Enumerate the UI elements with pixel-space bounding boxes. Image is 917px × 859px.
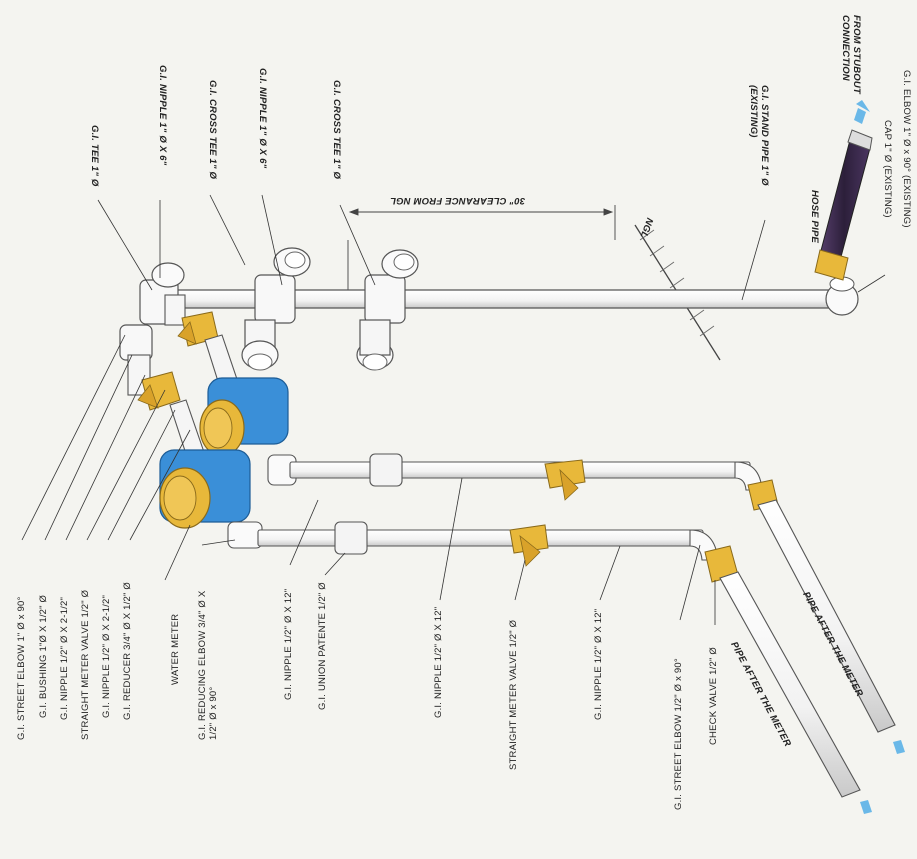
label-cross-tee-a: G.I. CROSS TEE 1" Ø bbox=[207, 80, 218, 180]
label-tee: G.I. TEE 1" Ø bbox=[89, 125, 100, 187]
label-street-elbow-half: G.I. STREET ELBOW 1/2" Ø x 90° bbox=[673, 658, 684, 810]
upper-branch bbox=[177, 311, 905, 754]
hose-pipe bbox=[814, 100, 873, 281]
label-union-patente: G.I. UNION PATENTE 1/2" Ø bbox=[317, 582, 328, 710]
label-from-stubout: FROM STUBOUT CONNECTION bbox=[840, 15, 862, 94]
label-elbow-existing: G.I. ELBOW 1" Ø x 90° (EXISTING) bbox=[901, 70, 912, 228]
elbow-existing bbox=[825, 276, 859, 316]
label-nipple-half-12b: G.I. NIPPLE 1/2" Ø X 12" bbox=[433, 606, 444, 718]
label-street-elbow-1: G.I. STREET ELBOW 1" Ø x 90° bbox=[16, 596, 27, 740]
label-nipple-half-12c: G.I. NIPPLE 1/2" Ø X 12" bbox=[593, 608, 604, 720]
label-cap: CAP 1" Ø (EXISTING) bbox=[882, 120, 893, 218]
label-check-valve: CHECK VALVE 1/2" Ø bbox=[708, 647, 719, 745]
lower-branch bbox=[137, 371, 872, 814]
label-nipple-half-2: G.I. NIPPLE 1/2" Ø X 2-1/2" bbox=[59, 596, 70, 720]
label-nipple-1x6a: G.I. NIPPLE 1" Ø X 6" bbox=[157, 65, 168, 166]
cross-tee-b bbox=[356, 249, 419, 371]
label-reducing-elbow: G.I. REDUCING ELBOW 3/4" Ø X 1/2" Ø x 90… bbox=[197, 590, 219, 740]
cross-tee-a bbox=[241, 247, 311, 371]
label-nipple-1x6b: G.I. NIPPLE 1" Ø X 6" bbox=[257, 68, 268, 169]
tee-cluster bbox=[119, 262, 186, 396]
label-stand-pipe: G.I. STAND PIPE 1" Ø (EXISTING) bbox=[748, 85, 770, 186]
label-nipple-half-2b: G.I. NIPPLE 1/2" Ø X 2-1/2" bbox=[101, 594, 112, 718]
leader-lines bbox=[21, 194, 886, 625]
label-water-meter: WATER METER bbox=[170, 613, 181, 685]
label-clearance: 30" CLEARANCE FROM NGL bbox=[390, 195, 526, 206]
label-bushing: G.I. BUSHING 1"Ø X 1/2" Ø bbox=[38, 594, 49, 718]
label-cross-tee-b: G.I. CROSS TEE 1" Ø bbox=[331, 80, 342, 180]
label-hose-pipe: HOSE PIPE bbox=[809, 190, 820, 244]
label-straight-meter-valve-2: STRAIGHT METER VALVE 1/2" Ø bbox=[508, 619, 519, 770]
label-straight-meter-valve-1: STRAIGHT METER VALVE 1/2" Ø bbox=[80, 589, 91, 740]
label-nipple-half-12a: G.I. NIPPLE 1/2" Ø X 12" bbox=[283, 588, 294, 700]
clearance-dimension bbox=[347, 205, 616, 290]
label-reducer: G.I. REDUCER 3/4" Ø X 1/2" Ø bbox=[122, 582, 133, 720]
